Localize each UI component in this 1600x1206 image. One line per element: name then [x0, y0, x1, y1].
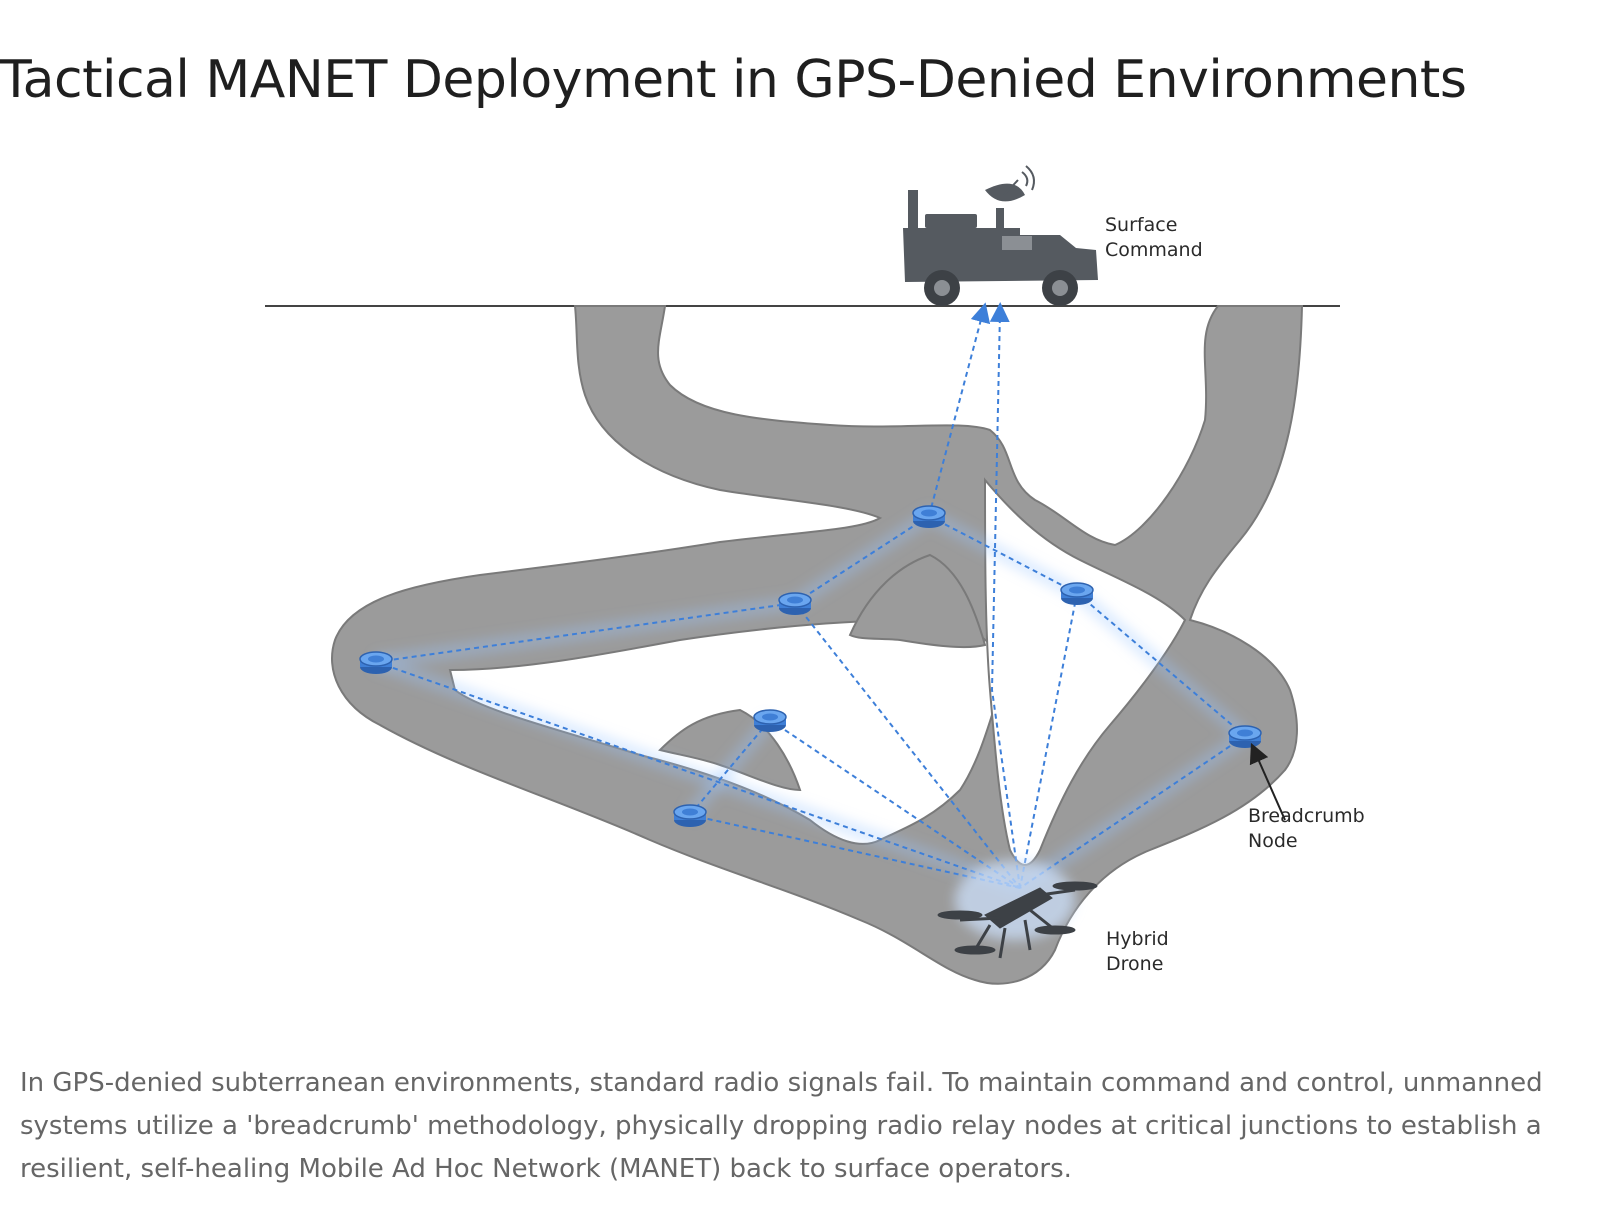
link-node6-drone: [689, 814, 1021, 889]
link-node2-drone: [794, 602, 1021, 889]
breadcrumb-pointer-arrow: [1249, 742, 1286, 821]
satellite-dish-icon: [985, 165, 1035, 228]
caption: In GPS-denied subterranean environments,…: [20, 1068, 1543, 1184]
label-hybrid-drone-line2: Drone: [1106, 953, 1163, 975]
label-breadcrumb-node: Breadcrumb Node: [1248, 805, 1371, 852]
label-hybrid-drone: Hybrid Drone: [1106, 928, 1175, 975]
relay-node-icon: [1228, 725, 1262, 748]
link-node6-node7: [689, 719, 771, 816]
relay-node-icon: [753, 709, 787, 732]
link-node5-drone: [1019, 735, 1246, 889]
label-breadcrumb-node-line1: Breadcrumb: [1248, 805, 1365, 827]
link-node1-drone: [375, 661, 1021, 889]
relay-node-icon: [778, 592, 812, 615]
network-links: [375, 302, 1246, 889]
relay-node-icon: [1060, 582, 1094, 605]
relay-node-icon: [912, 505, 946, 528]
page-title: Tactical MANET Deployment in GPS-Denied …: [0, 50, 1467, 110]
link-node4-node5: [1076, 592, 1246, 737]
relay-node-icon: [673, 804, 707, 827]
link-node1-node2: [375, 602, 796, 663]
relay-node-icon: [359, 651, 393, 674]
boulder-center: [848, 553, 987, 649]
label-breadcrumb-node-line2: Node: [1248, 830, 1298, 852]
command-vehicle-icon: [903, 165, 1098, 306]
drone-icon: [937, 860, 1098, 959]
link-node3-node4: [928, 515, 1078, 594]
link-drone-surface: [989, 302, 1021, 889]
relay-nodes: [359, 505, 1262, 827]
manet-diagram: Surface Command Breadcrumb Node Hybrid D…: [265, 165, 1371, 985]
label-surface-command: Surface Command: [1105, 214, 1203, 261]
label-surface-command-line1: Surface: [1105, 214, 1177, 236]
label-hybrid-drone-line1: Hybrid: [1106, 928, 1169, 950]
label-surface-command-line2: Command: [1105, 239, 1203, 261]
link-node3-surface: [928, 302, 991, 517]
